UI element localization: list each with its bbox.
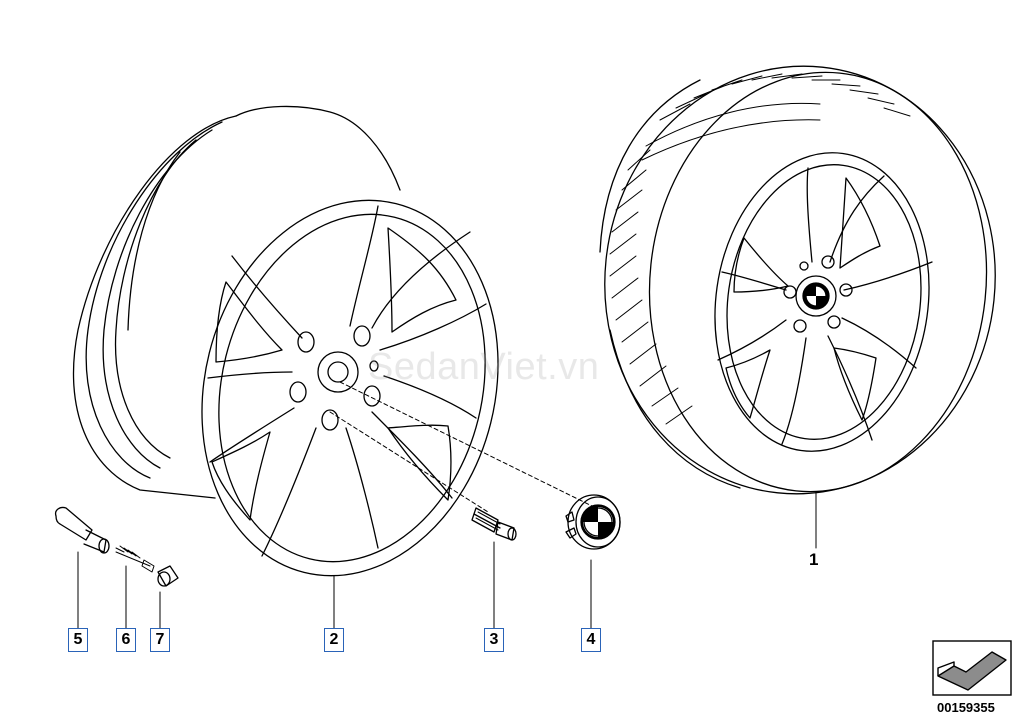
valve-insert-drawing: [115, 545, 155, 573]
document-number: 00159355: [937, 700, 995, 715]
valve-cap-drawing: [157, 565, 179, 587]
wheel-bolt-drawing: [471, 507, 517, 541]
callout-2[interactable]: 2: [324, 628, 344, 652]
complete-wheel-drawing: [599, 65, 996, 495]
callout-7[interactable]: 7: [150, 628, 170, 652]
watermark-text: SedanViet.vn: [368, 346, 600, 388]
leader-lines: [77, 381, 817, 629]
next-arrow-icon[interactable]: [932, 640, 1012, 696]
callout-4[interactable]: 4: [581, 628, 601, 652]
rim-drawing: [72, 105, 499, 577]
hub-cap-drawing: [565, 494, 621, 550]
callout-5[interactable]: 5: [68, 628, 88, 652]
callout-1[interactable]: 1: [809, 550, 819, 569]
callout-6[interactable]: 6: [116, 628, 136, 652]
valve-drawing: [54, 506, 110, 554]
callout-3[interactable]: 3: [484, 628, 504, 652]
